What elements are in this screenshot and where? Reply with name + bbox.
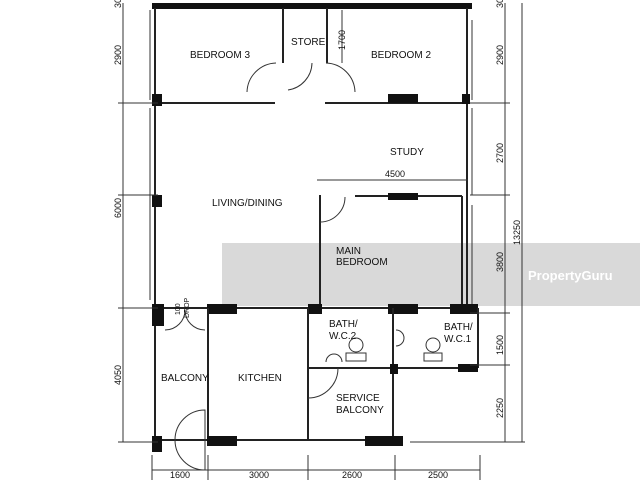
dim-bottom-2: 2600 — [342, 470, 362, 480]
room-label-bedroom2: BEDROOM 2 — [371, 50, 431, 61]
room-label-service-balcony-2: BALCONY — [336, 405, 384, 416]
dim-main-bedroom-width: 4500 — [385, 169, 405, 179]
room-label-living-dining: LIVING/DINING — [212, 198, 283, 209]
room-label-main-bedroom-1: MAIN — [336, 246, 361, 257]
watermark: PropertyGuru — [222, 243, 640, 306]
dim-store-depth: 1700 — [337, 30, 347, 50]
dim-bottom-1: 3000 — [249, 470, 269, 480]
room-label-balcony: BALCONY — [161, 373, 209, 384]
dim-left-1: 2900 — [113, 45, 123, 65]
dim-right-0: 300 — [495, 0, 505, 8]
dim-balcony-100: 100 — [175, 303, 182, 315]
dimension-lines — [118, 3, 525, 480]
dim-right-3: 3800 — [495, 252, 505, 272]
dim-bottom-0: 1600 — [170, 470, 190, 480]
room-label-main-bedroom-2: BEDROOM — [336, 257, 388, 268]
room-label-bath1-1: BATH/ — [444, 322, 473, 333]
room-label-bath1-2: W.C.1 — [444, 334, 472, 345]
dim-right-total: 13250 — [512, 220, 522, 245]
dim-right-5: 2250 — [495, 398, 505, 418]
room-label-bedroom3: BEDROOM 3 — [190, 50, 250, 61]
room-label-service-balcony-1: SERVICE — [336, 393, 380, 404]
room-label-kitchen: KITCHEN — [238, 373, 282, 384]
dim-left-3: 4050 — [113, 365, 123, 385]
room-label-bath2-2: W.C.2 — [329, 331, 357, 342]
room-label-store: STORE — [291, 37, 326, 48]
dim-left-0: 300 — [113, 0, 123, 8]
dim-right-2: 2700 — [495, 143, 505, 163]
dim-right-4: 1500 — [495, 335, 505, 355]
room-label-bath2-1: BATH/ — [329, 319, 358, 330]
dim-bottom-3: 2500 — [428, 470, 448, 480]
dim-left-2: 6000 — [113, 198, 123, 218]
dim-balcony-drop: DROP — [184, 297, 191, 318]
watermark-brand: PropertyGuru — [528, 268, 613, 283]
room-label-study: STUDY — [390, 147, 424, 158]
dim-right-1: 2900 — [495, 45, 505, 65]
walls — [149, 3, 479, 471]
